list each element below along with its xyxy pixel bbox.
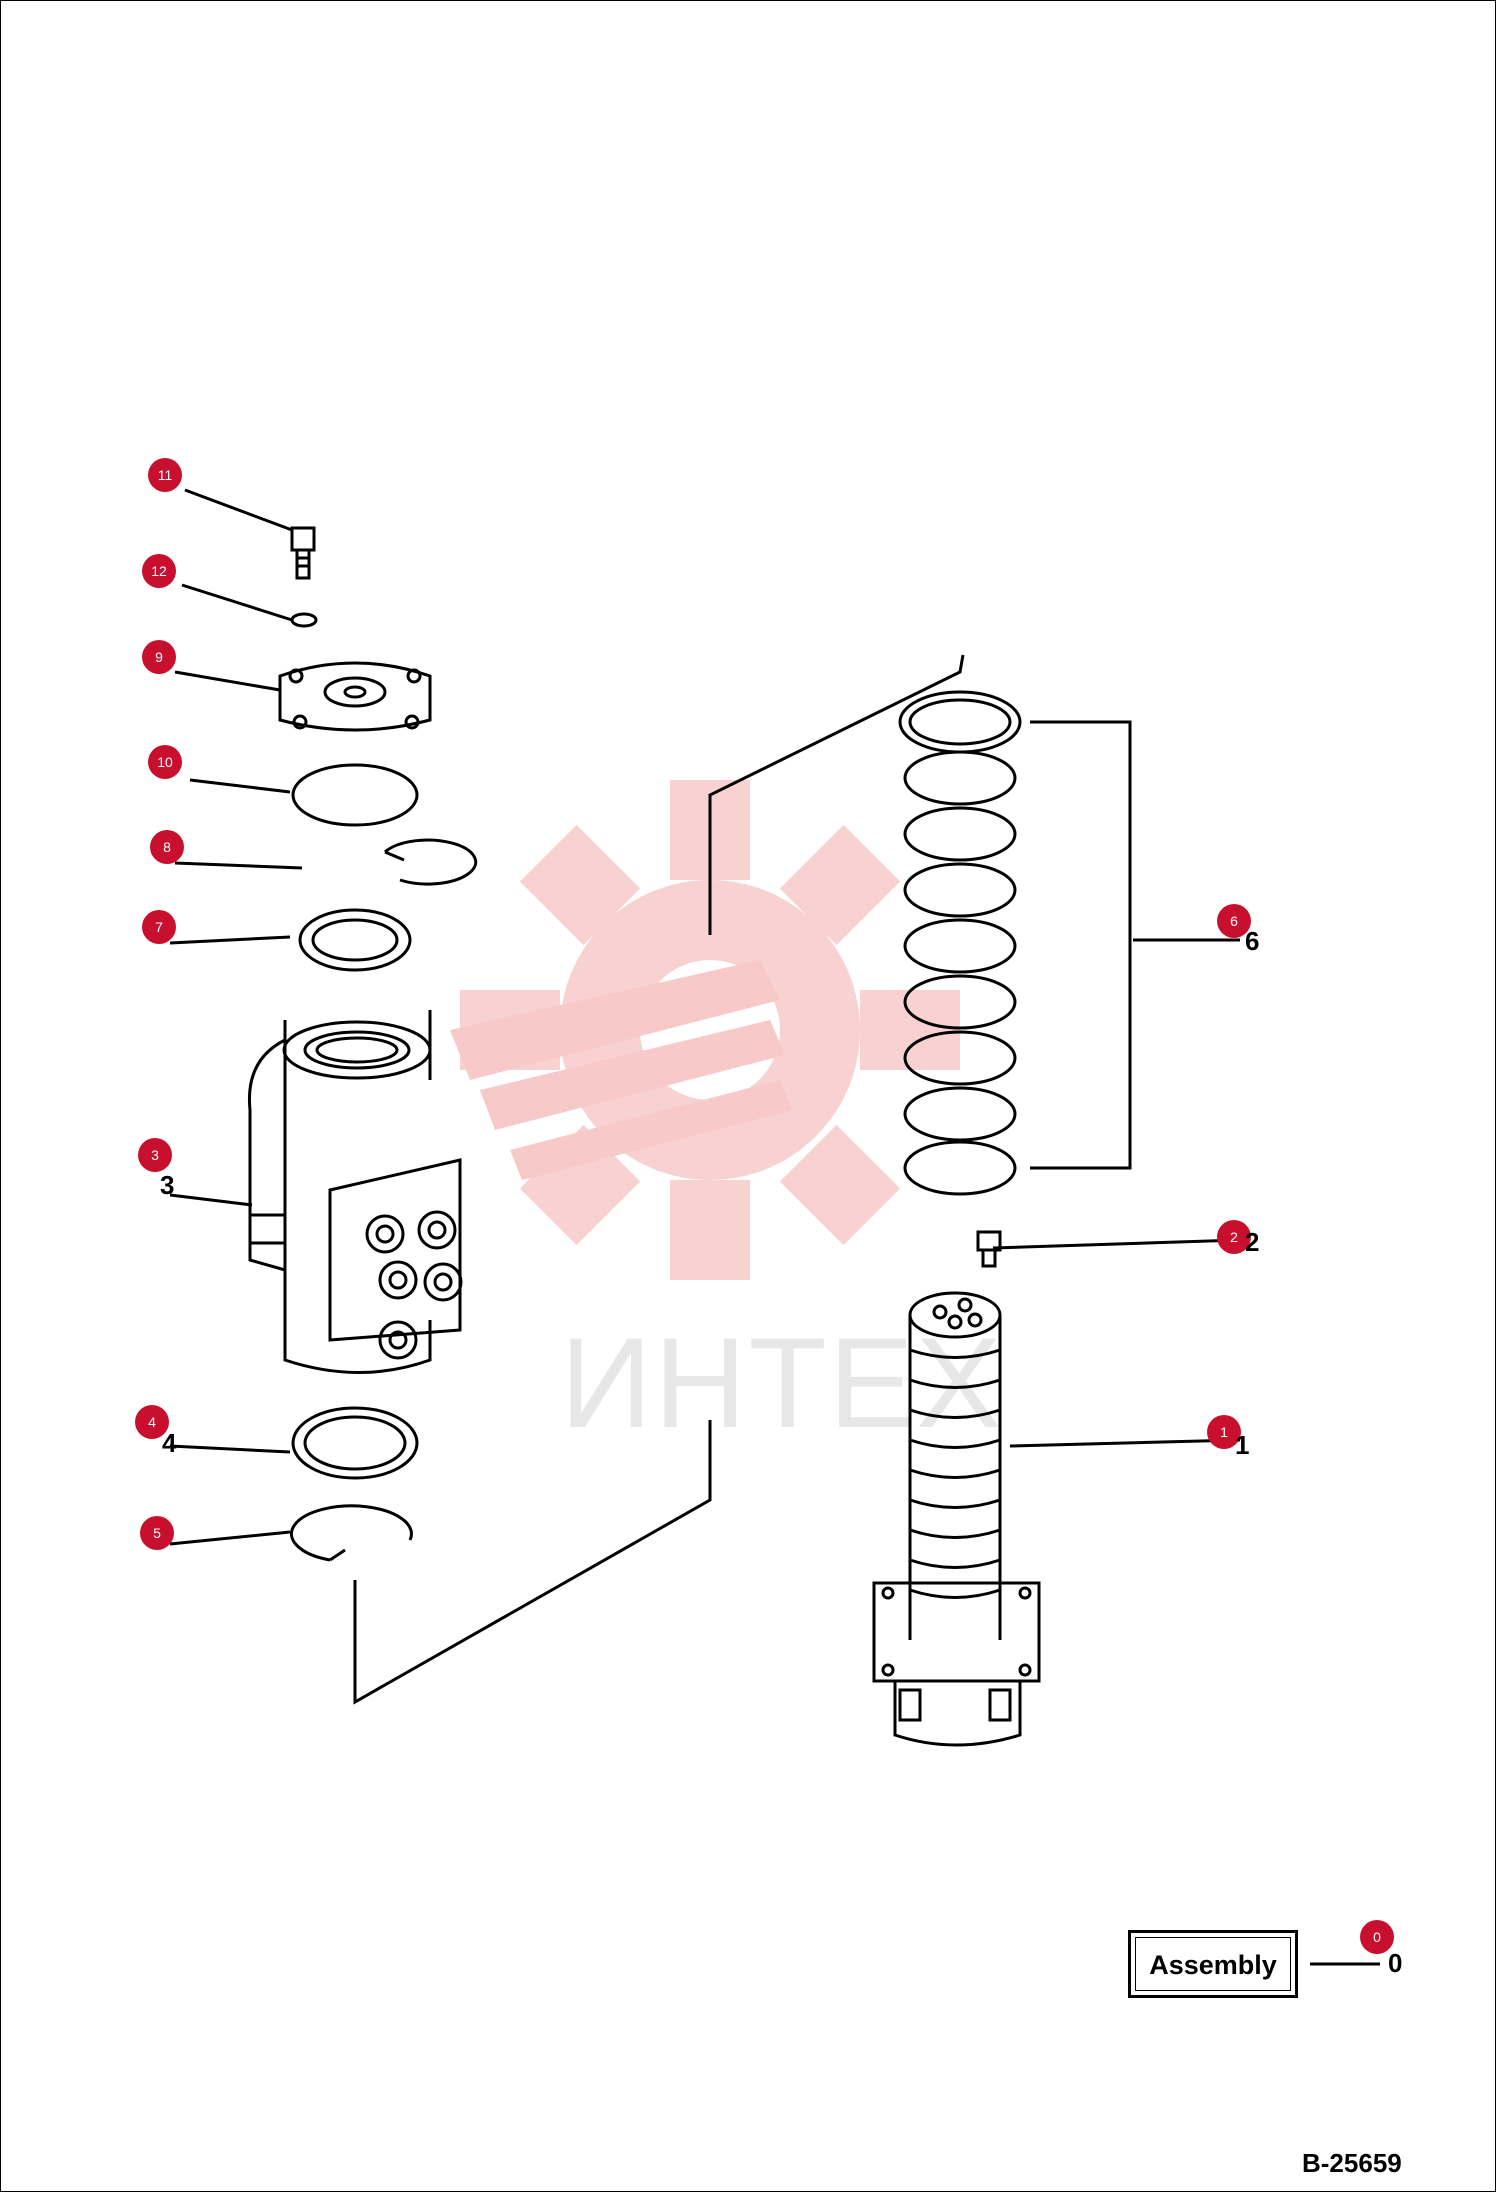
callout-marker-3[interactable]: 3 xyxy=(138,1138,172,1172)
callout-marker-1[interactable]: 1 xyxy=(1207,1415,1241,1449)
callout-marker-12[interactable]: 12 xyxy=(142,554,176,588)
callout-marker-10[interactable]: 10 xyxy=(148,745,182,779)
callout-marker-6[interactable]: 6 xyxy=(1217,904,1251,938)
callout-marker-2[interactable]: 2 xyxy=(1217,1220,1251,1254)
callout-marker-7[interactable]: 7 xyxy=(142,910,176,944)
part-number-0: 0 xyxy=(1388,1948,1403,1978)
callout-marker-5[interactable]: 5 xyxy=(140,1516,174,1550)
part-number-4: 4 xyxy=(162,1428,177,1458)
callout-marker-11[interactable]: 11 xyxy=(148,458,182,492)
part-number-3: 3 xyxy=(160,1170,175,1200)
drawing-number: B-25659 xyxy=(1302,2148,1402,2178)
callout-marker-9[interactable]: 9 xyxy=(142,640,176,674)
part-number-6: 6 xyxy=(1245,926,1260,956)
part-number-1: 1 xyxy=(1235,1430,1250,1460)
assembly-label: Assembly xyxy=(1135,1937,1291,1991)
assembly-box[interactable]: Assembly xyxy=(1128,1930,1298,1998)
callout-marker-4[interactable]: 4 xyxy=(135,1405,169,1439)
part-number-2: 2 xyxy=(1245,1227,1260,1257)
callout-marker-0[interactable]: 0 xyxy=(1360,1920,1394,1954)
callout-marker-8[interactable]: 8 xyxy=(150,830,184,864)
